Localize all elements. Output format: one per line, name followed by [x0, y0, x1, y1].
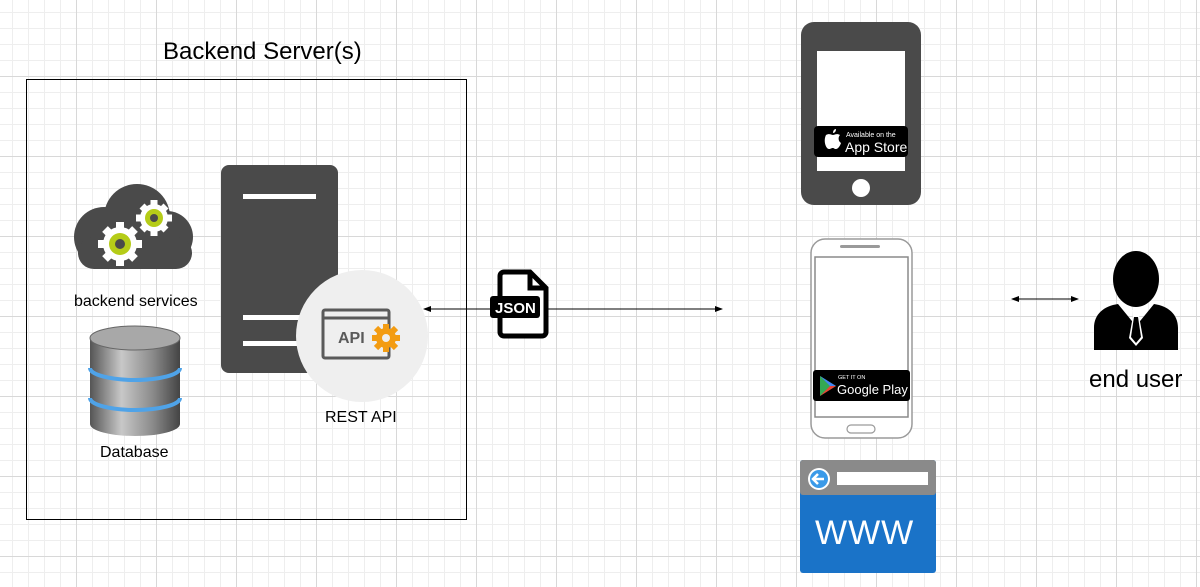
database-label: Database	[100, 444, 169, 461]
google-play-line1: GET IT ON	[838, 375, 865, 381]
iphone-icon: Available on the App Store	[801, 22, 921, 205]
diagram-title: Backend Server(s)	[163, 38, 362, 65]
google-play-icon	[820, 376, 836, 396]
app-store-line2: App Store	[845, 139, 907, 155]
gear-icon	[136, 200, 172, 236]
google-play-badge: GET IT ON Google Play	[813, 370, 910, 401]
gear-icon	[98, 222, 142, 266]
apple-icon	[824, 129, 841, 149]
database-icon	[88, 325, 182, 436]
json-file-icon: JSON	[490, 269, 549, 339]
google-play-line2: Google Play	[837, 382, 908, 397]
app-store-line1: Available on the	[846, 132, 896, 139]
backend-server-frame	[26, 79, 467, 520]
rest-api-label: REST API	[325, 409, 397, 426]
gear-icon	[372, 324, 400, 352]
end-user-label: end user	[1089, 366, 1183, 393]
android-phone-icon: GET IT ON Google Play	[810, 238, 913, 439]
cloud-gears-icon	[74, 184, 193, 269]
user-icon	[1094, 251, 1178, 350]
api-gear-icon: API	[296, 270, 428, 402]
www-text: WWW	[815, 514, 914, 552]
json-badge-text: JSON	[495, 300, 536, 317]
backend-services-label: backend services	[74, 293, 198, 310]
app-store-badge: Available on the App Store	[814, 126, 908, 157]
web-browser-icon: WWW	[800, 460, 936, 573]
api-badge-text: API	[338, 330, 365, 347]
